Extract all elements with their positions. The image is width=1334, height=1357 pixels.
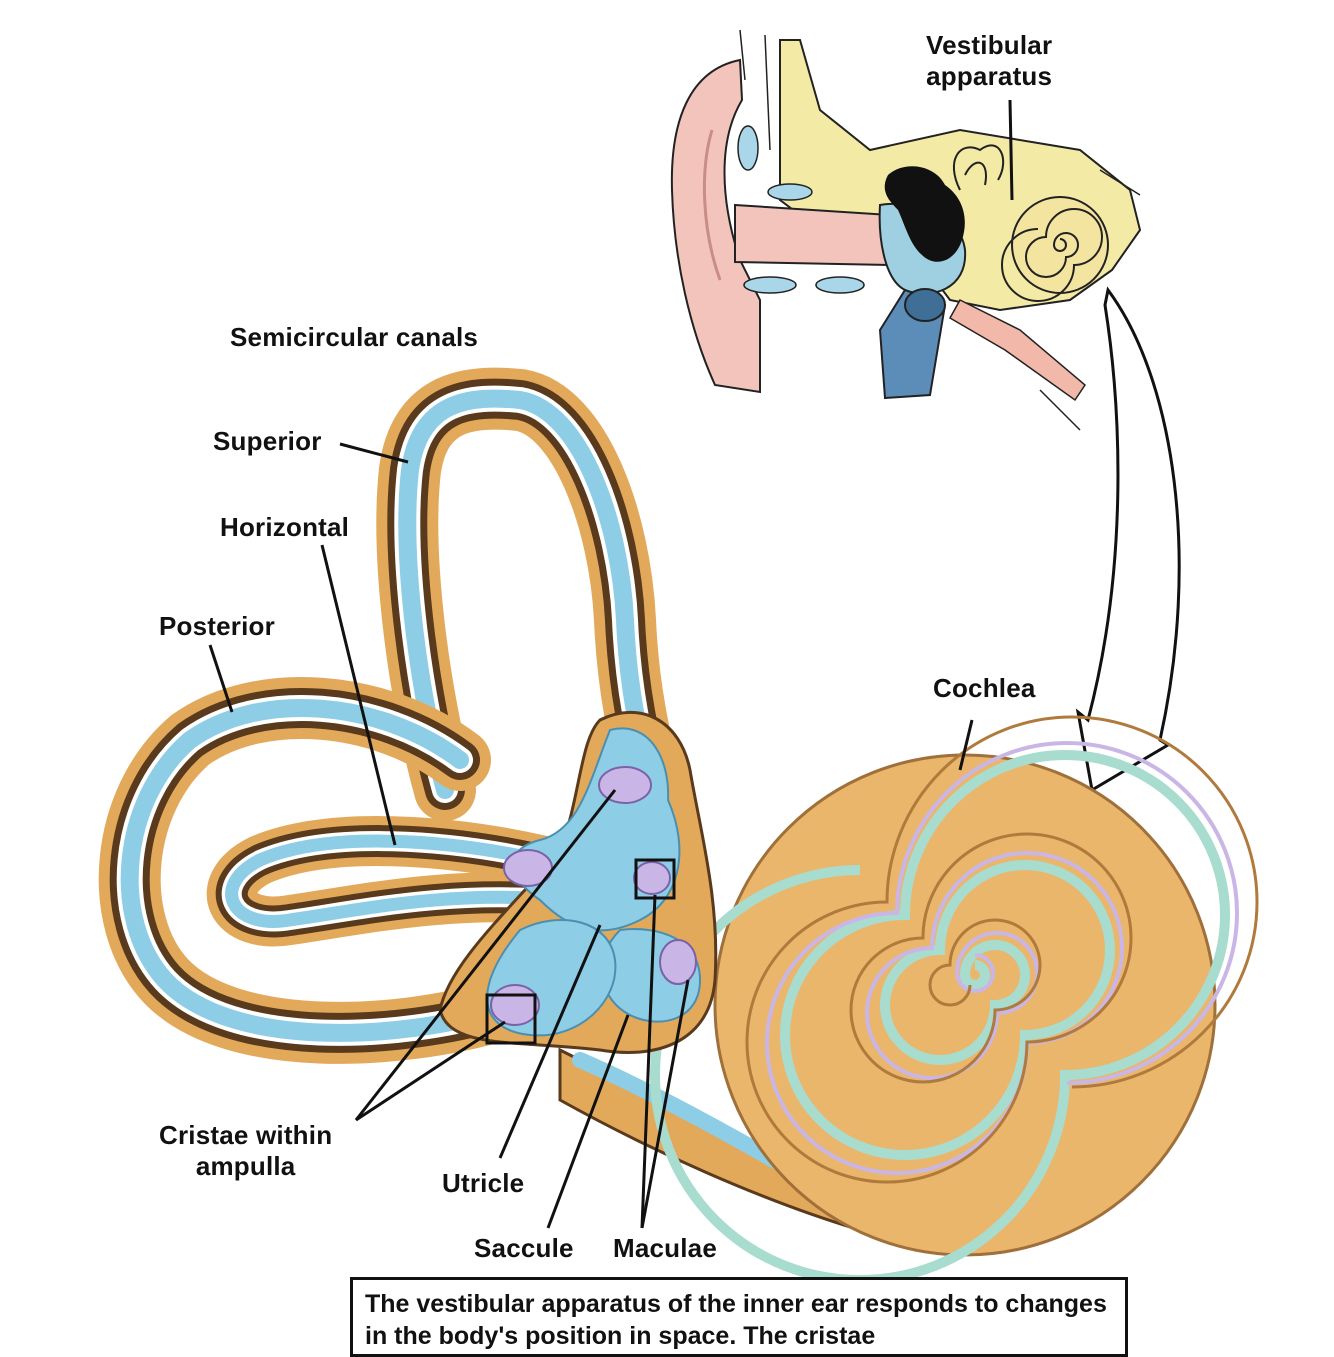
caption-text: The vestibular apparatus of the inner ea… xyxy=(365,1290,1107,1350)
crista-posterior xyxy=(490,984,540,1026)
leader-maculae-2 xyxy=(640,979,690,1229)
label-posterior: Posterior xyxy=(159,611,275,641)
label-semicircular-canals: Semicircular canals xyxy=(230,322,479,352)
cartilage-1 xyxy=(737,125,759,171)
leader-cristae-1 xyxy=(354,789,617,1121)
label-cristae: Cristae within ampulla xyxy=(159,1120,333,1182)
leader-vestibular xyxy=(1008,99,1014,201)
leader-superior xyxy=(339,442,409,464)
pinna xyxy=(670,58,761,394)
ear-canal xyxy=(734,203,891,267)
leader-saccule xyxy=(546,1014,630,1229)
inset-outline xyxy=(739,29,1141,431)
label-vestibular-apparatus: Vestibular apparatus xyxy=(926,30,1053,92)
ossicles xyxy=(884,166,965,262)
label-horizontal: Horizontal xyxy=(220,512,350,542)
macula-saccule xyxy=(659,939,697,985)
inset-cochlea xyxy=(1011,196,1109,294)
label-utricle: Utricle xyxy=(442,1168,525,1198)
crista-superior xyxy=(598,766,652,804)
caption-box: The vestibular apparatus of the inner ea… xyxy=(350,1277,1128,1357)
leader-utricle xyxy=(498,924,602,1159)
cartilage-4 xyxy=(815,276,865,294)
pharynx-tube xyxy=(948,299,1086,402)
label-saccule: Saccule xyxy=(474,1233,574,1263)
leader-maculae-1 xyxy=(640,894,657,1229)
vestibule xyxy=(438,710,718,1054)
eustachian-opening xyxy=(904,288,946,322)
cartilage-2 xyxy=(767,183,813,201)
macula-utricle xyxy=(633,861,671,895)
crista-box xyxy=(485,993,537,1045)
leader-posterior xyxy=(208,644,234,713)
label-cochlea: Cochlea xyxy=(933,673,1036,703)
pinna-fold xyxy=(702,129,722,281)
leader-horizontal xyxy=(320,544,397,846)
leader-cochlea xyxy=(958,719,974,771)
semicircular-canals xyxy=(98,367,681,1064)
cochlea xyxy=(558,715,1259,1285)
curved-arrow xyxy=(1075,286,1181,793)
leader-lines xyxy=(208,99,1014,1229)
label-maculae: Maculae xyxy=(613,1233,718,1263)
outer-ear-inset xyxy=(670,29,1142,431)
cochlea-spiral-dark xyxy=(745,715,1259,1184)
cartilage-3 xyxy=(743,276,797,294)
label-superior: Superior xyxy=(213,426,322,456)
inset-cochlea-spiral xyxy=(1001,208,1103,302)
cochlea-spiral-blue xyxy=(650,750,1230,1285)
inset-canals xyxy=(953,144,1005,191)
leader-cristae-2 xyxy=(355,1020,506,1122)
